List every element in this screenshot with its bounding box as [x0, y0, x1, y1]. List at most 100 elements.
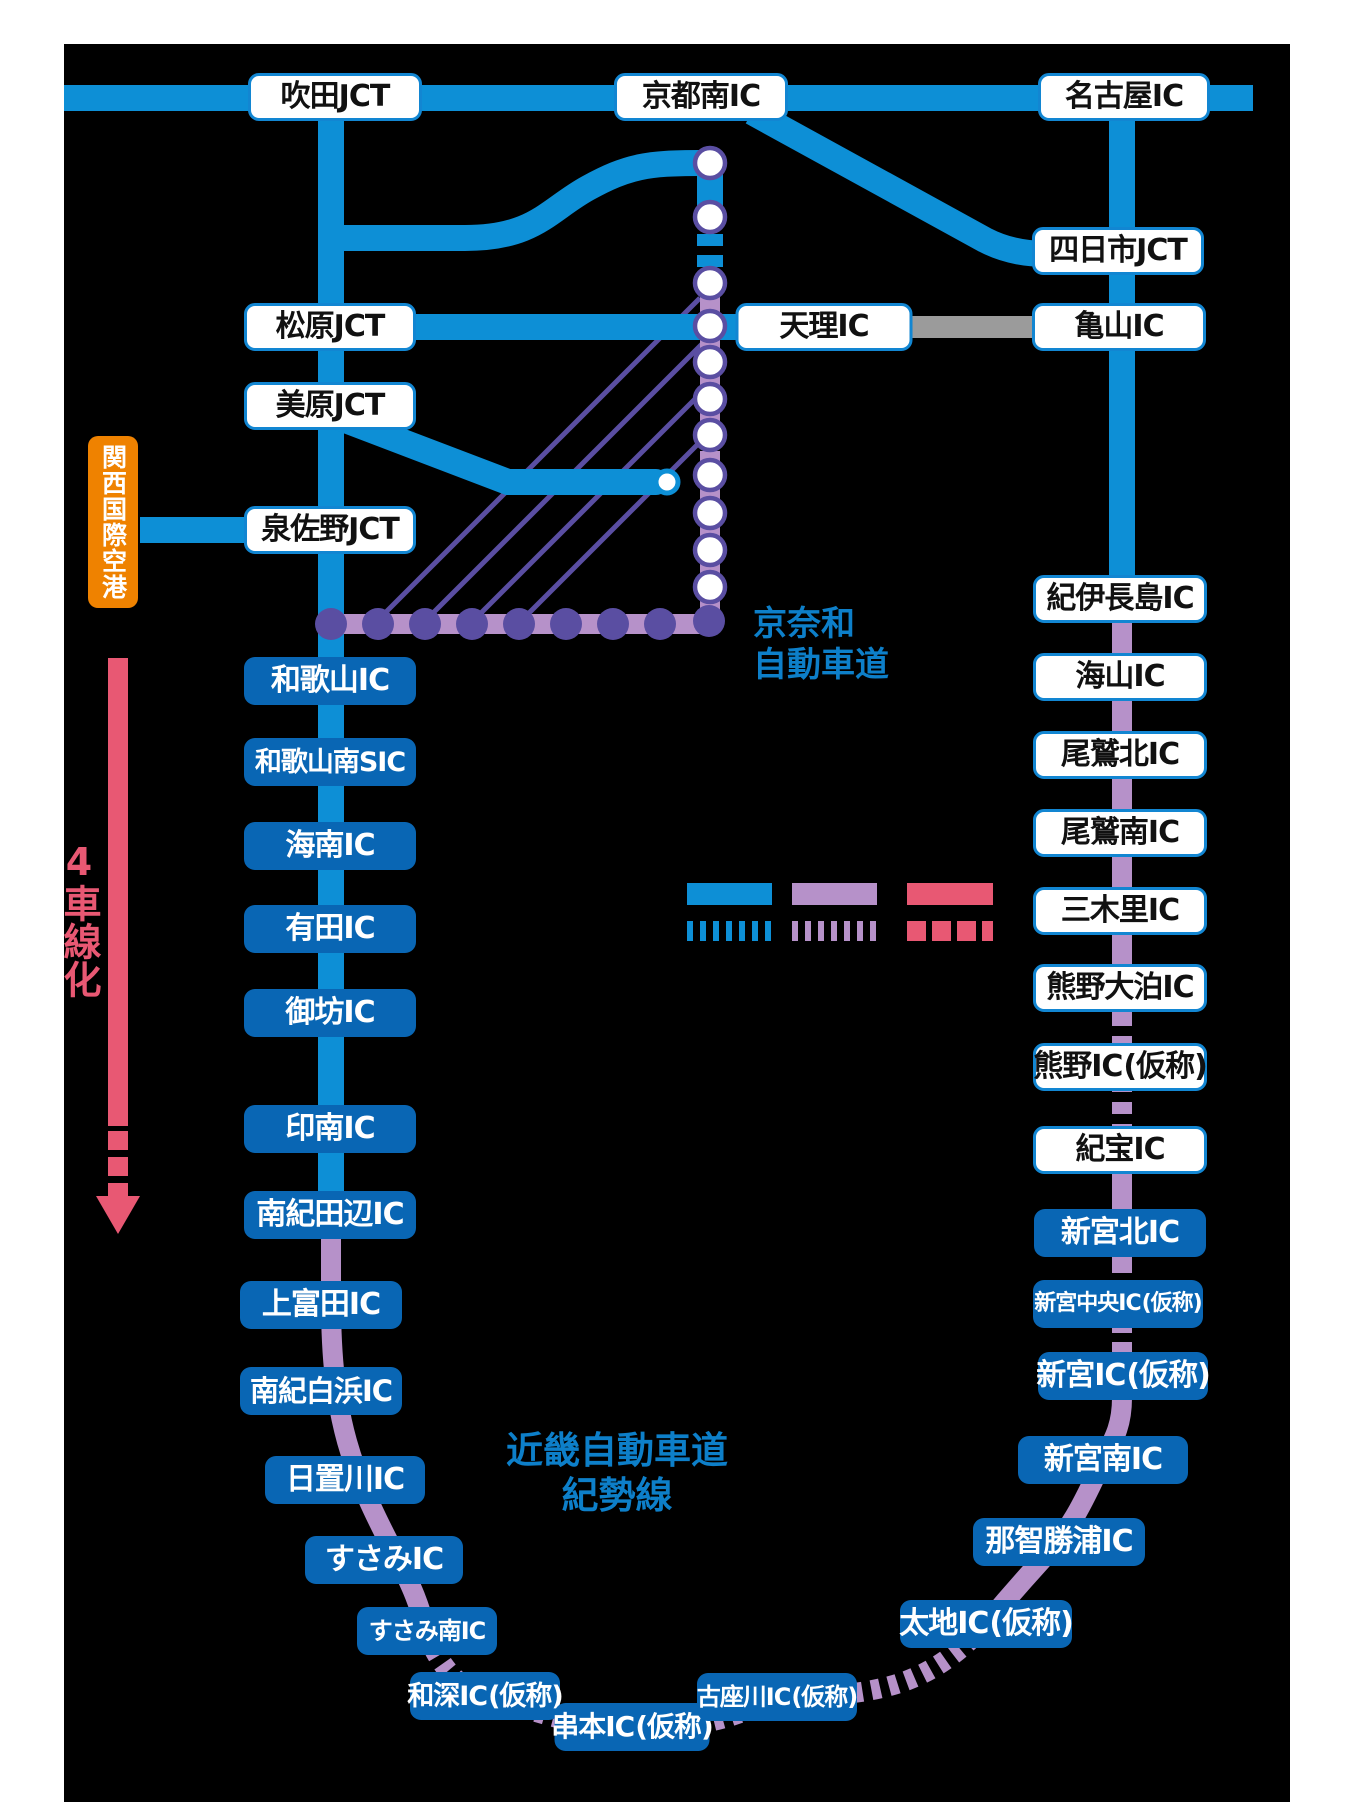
station-note-kasho: (仮称): [989, 1606, 1073, 1641]
keinawa-node-circle-2: [692, 265, 728, 301]
keinawa-chain-circle-5: [550, 608, 582, 640]
station-label: 四日市JCT: [1049, 233, 1188, 268]
station-box-susami-ic: すさみIC: [305, 1536, 463, 1584]
keinawa-node-circle-6: [692, 417, 728, 453]
station-box-kyotominami-ic: 京都南IC: [614, 73, 788, 121]
station-label: 京都南IC: [641, 79, 761, 114]
keinawa-node-circle-9: [692, 532, 728, 568]
station-box-matsubara-jct: 松原JCT: [244, 303, 416, 351]
legend-swatch-red-dashed: [907, 921, 993, 941]
station-box-nagoya-ic: 名古屋IC: [1038, 73, 1210, 121]
station-label: 上富田IC: [261, 1287, 381, 1322]
station-label: 新宮IC: [1036, 1358, 1126, 1393]
station-box-susamiminami-ic: すさみ南IC: [357, 1607, 497, 1655]
keinawa-chain-circle-2: [409, 608, 441, 640]
station-label: 南紀白浜IC: [249, 1373, 393, 1408]
station-label: 美原JCT: [275, 388, 386, 423]
station-label: 那智勝浦IC: [985, 1524, 1133, 1559]
four-laning-label: 4車線化: [57, 840, 101, 998]
station-label: 日置川IC: [285, 1462, 405, 1497]
keinawa-node-circle-7: [692, 457, 728, 493]
station-box-kiho-ic: 紀宝IC: [1033, 1126, 1207, 1174]
station-label: 御坊IC: [285, 995, 375, 1030]
line-mihara-branch: [327, 405, 669, 495]
station-box-kumano-odomari-ic: 熊野大泊IC: [1033, 964, 1207, 1012]
station-label: 新宮中央IC: [1034, 1291, 1141, 1316]
station-note-kasho: (仮称): [1126, 1358, 1210, 1393]
keinawa-chain-circle-7: [644, 608, 676, 640]
station-label: 名古屋IC: [1064, 79, 1184, 114]
line-right-arc-solid: [978, 1356, 1132, 1631]
station-label: 尾鷲北IC: [1060, 737, 1180, 772]
keinawa-node-circle-8: [692, 495, 728, 531]
keinawa-chain-circle-0: [315, 608, 347, 640]
station-box-hikigawa-ic: 日置川IC: [265, 1456, 425, 1504]
kisei-label-line1: 近畿自動車道: [506, 1429, 728, 1472]
station-box-taiji-ic: 太地IC(仮称): [899, 1600, 1074, 1648]
legend-swatch-blue-dashed: [687, 921, 772, 941]
kansai-airport-label: 関西国際空港: [98, 444, 128, 600]
keinawa-label-line1: 京奈和: [753, 604, 855, 644]
station-box-shingu-chuo-ic: 新宮中央IC(仮称): [1033, 1280, 1203, 1328]
station-label: 南紀田辺IC: [256, 1197, 404, 1232]
station-label: 和歌山南SIC: [254, 746, 406, 778]
line-end-terminator: [653, 468, 681, 496]
station-box-kushimoto-ic: 串本IC(仮称): [551, 1703, 714, 1751]
station-label: 有田IC: [285, 911, 375, 946]
station-box-owase-minami-ic: 尾鷲南IC: [1033, 809, 1207, 857]
station-label: 太地IC: [899, 1606, 989, 1641]
keinawa-chain-circle-4: [503, 608, 535, 640]
line-guide-diagonal-1: [376, 296, 702, 622]
station-box-mihara-jct: 美原JCT: [244, 382, 416, 430]
station-note-kasho: (仮称): [1141, 1291, 1203, 1316]
keinawa-chain-circle-6: [597, 608, 629, 640]
station-label: 和歌山IC: [270, 663, 390, 698]
station-box-arida-ic: 有田IC: [244, 905, 416, 953]
legend-swatch-red-solid: [907, 883, 993, 905]
station-box-shingu-minami-ic: 新宮南IC: [1018, 1436, 1188, 1484]
keinawa-node-circle-5: [692, 381, 728, 417]
station-box-kozagawa-ic: 古座川IC(仮称): [697, 1673, 858, 1721]
station-box-inami-ic: 印南IC: [244, 1105, 416, 1153]
legend-swatch-purple-dashed: [792, 921, 877, 941]
station-box-nankitanabe-ic: 南紀田辺IC: [244, 1191, 416, 1239]
station-box-gobo-ic: 御坊IC: [244, 989, 416, 1037]
line-left-arc-purple: [321, 1218, 437, 1637]
line-guide-diagonal-3: [472, 380, 714, 622]
station-label: 三木里IC: [1060, 893, 1180, 928]
station-box-izumisano-jct: 泉佐野JCT: [244, 506, 416, 554]
station-label: 紀伊長島IC: [1046, 581, 1194, 616]
station-note-kasho: (仮称): [791, 1683, 858, 1711]
legend-swatch-blue-solid: [687, 883, 772, 905]
kisei-label-line2: 紀勢線: [561, 1474, 673, 1518]
station-box-yokkaichi-jct: 四日市JCT: [1032, 227, 1204, 275]
station-label: 泉佐野JCT: [261, 512, 400, 547]
keinawa-expressway-label: 京奈和 自動車道: [753, 604, 889, 687]
station-box-miyama-ic: 海山IC: [1033, 653, 1207, 701]
station-box-wabuka-ic: 和深IC(仮称): [407, 1672, 564, 1720]
station-label: 天理IC: [779, 309, 869, 344]
line-guide-diagonal-4: [520, 428, 714, 622]
keinawa-node-circle-3: [692, 308, 728, 344]
station-box-shingu-ic: 新宮IC(仮称): [1036, 1352, 1211, 1400]
station-label: 尾鷲南IC: [1060, 815, 1180, 850]
station-box-kameyama-ic: 亀山IC: [1032, 303, 1206, 351]
station-box-wakayamaminami-sic: 和歌山南SIC: [244, 738, 416, 786]
station-box-nankishirahama-ic: 南紀白浜IC: [240, 1367, 402, 1415]
station-label: 松原JCT: [275, 309, 386, 344]
station-label: 吹田JCT: [280, 79, 391, 114]
keinawa-chain-circle-3: [456, 608, 488, 640]
station-label: 新宮南IC: [1043, 1442, 1163, 1477]
keinawa-node-circle-10: [692, 569, 728, 605]
station-box-mikisato-ic: 三木里IC: [1033, 887, 1207, 935]
station-label: 海南IC: [285, 828, 375, 863]
station-box-kiinagashima-ic: 紀伊長島IC: [1033, 575, 1207, 623]
station-box-owase-kita-ic: 尾鷲北IC: [1033, 731, 1207, 779]
station-box-kamitonda-ic: 上富田IC: [240, 1281, 402, 1329]
station-box-wakayama-ic: 和歌山IC: [244, 657, 416, 705]
station-label: 亀山IC: [1074, 309, 1164, 344]
station-label: 熊野大泊IC: [1046, 970, 1194, 1005]
station-label: 紀宝IC: [1075, 1132, 1165, 1167]
